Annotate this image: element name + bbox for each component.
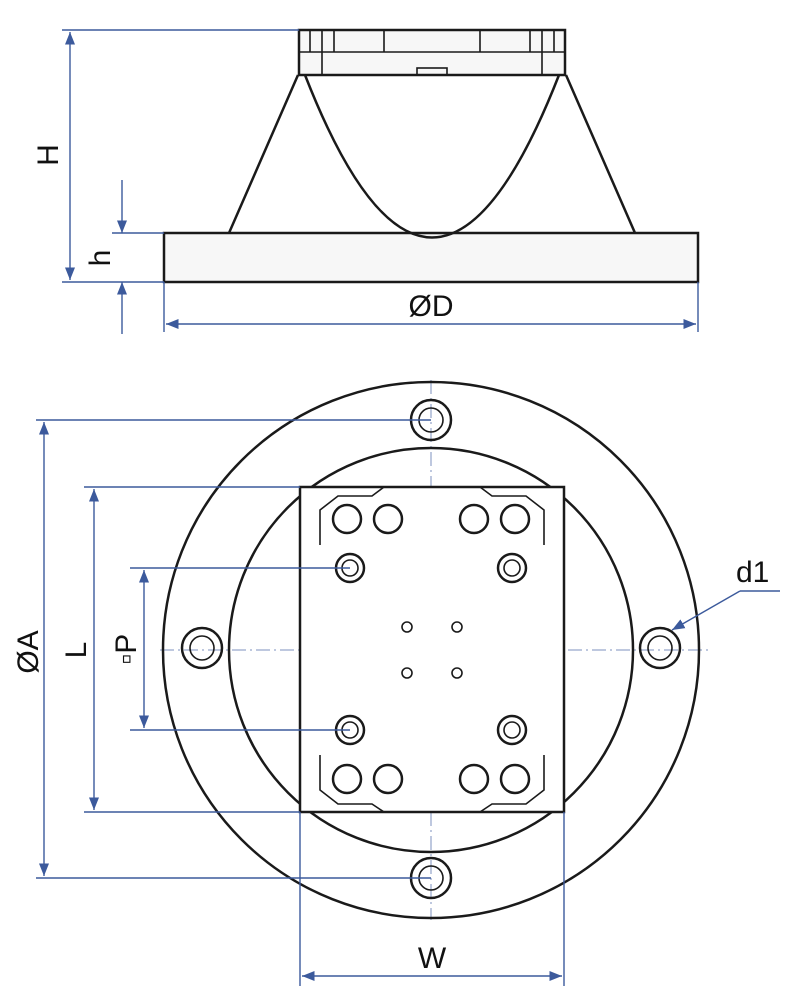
outer-flange-circle bbox=[161, 380, 701, 920]
screw-bottom-right bbox=[496, 714, 528, 746]
label-d1: d1 bbox=[736, 556, 769, 589]
plate-notch-top-left bbox=[319, 486, 385, 545]
plate-clearance-holes bbox=[331, 503, 531, 795]
flange-mounting-holes bbox=[180, 398, 682, 900]
top-chuck-detail-right bbox=[479, 30, 555, 75]
square-plate bbox=[298, 485, 566, 814]
label-h: h bbox=[84, 250, 117, 267]
flange-hole-left bbox=[180, 626, 224, 670]
inner-body-circle bbox=[227, 446, 635, 854]
top-chuck-detail-left bbox=[309, 30, 385, 75]
cone-curve bbox=[303, 74, 561, 239]
label-A: ØA bbox=[12, 630, 45, 673]
base-flange bbox=[162, 231, 700, 284]
plate-screws bbox=[334, 552, 528, 746]
cone-body bbox=[227, 74, 637, 234]
plate-notch-bottom-right bbox=[479, 755, 545, 813]
top-chuck-pin bbox=[416, 67, 448, 76]
top-view: ØA L ▫P d1 W bbox=[12, 380, 780, 986]
screw-top-right bbox=[496, 552, 528, 584]
plate-notch-bottom-left bbox=[319, 755, 385, 813]
side-view: H h ØD bbox=[32, 28, 700, 334]
label-L: L bbox=[60, 642, 93, 659]
label-P: ▫P bbox=[110, 634, 143, 665]
label-H: H bbox=[32, 144, 65, 166]
label-D: ØD bbox=[409, 290, 454, 323]
center-pin-holes bbox=[401, 621, 463, 679]
label-W: W bbox=[418, 942, 447, 975]
flange-hole-right bbox=[638, 626, 682, 670]
leader-d1 bbox=[671, 590, 741, 631]
plate-notch-top-right bbox=[479, 486, 545, 545]
